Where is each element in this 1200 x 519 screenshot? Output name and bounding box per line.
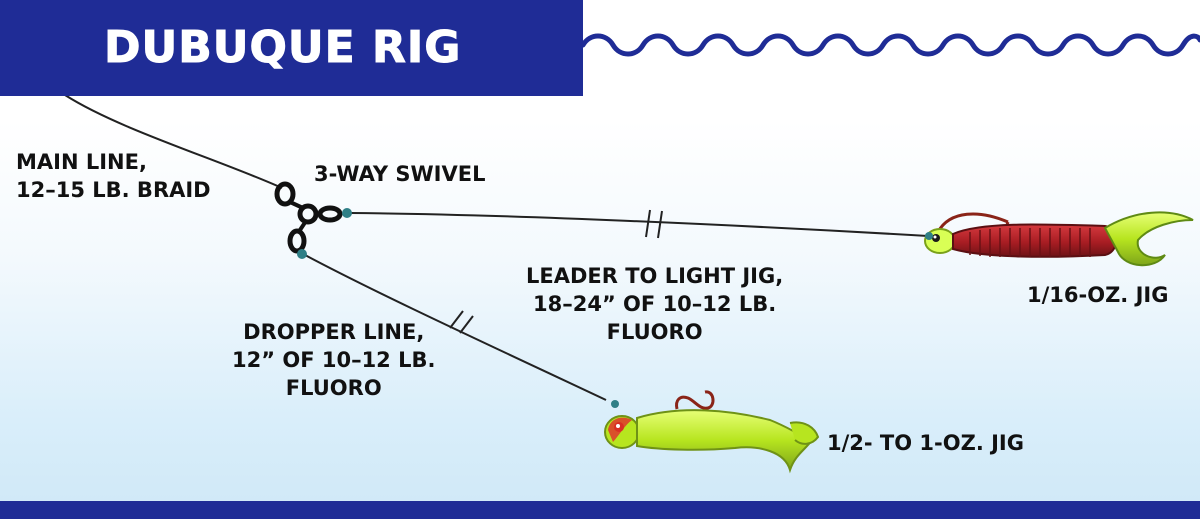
swivel-label-text: 3-WAY SWIVEL: [314, 162, 486, 186]
leader-label-line-3: FLUORO: [606, 320, 703, 344]
light-jig-icon: [924, 211, 1194, 267]
light-jig-label: 1/16-OZ. JIG: [1027, 281, 1168, 309]
dropper-label-line-2: 12” OF 10–12 LB.: [232, 348, 436, 372]
three-way-swivel-icon: [274, 181, 352, 259]
dropper-label-line-3: FLUORO: [285, 376, 382, 400]
leader-label-line-2: 18–24” OF 10–12 LB.: [533, 292, 777, 316]
dropper-break-mark: [449, 310, 464, 329]
swivel-label: 3-WAY SWIVEL: [314, 160, 485, 188]
dropper-break-mark: [459, 315, 474, 334]
dropper-label: DROPPER LINE, 12” OF 10–12 LB. FLUORO: [232, 318, 435, 402]
main-line-label: MAIN LINE, 12–15 LB. BRAID: [16, 148, 211, 204]
light-jig-label-text: 1/16-OZ. JIG: [1027, 283, 1169, 307]
bottom-bar: [0, 501, 1200, 519]
water-surface-wave: [580, 33, 1200, 57]
leader-line: [350, 212, 929, 237]
leader-break-mark: [657, 210, 663, 239]
heavy-jig-icon: [604, 390, 820, 474]
leader-label: LEADER TO LIGHT JIG, 18–24” OF 10–12 LB.…: [526, 262, 783, 346]
dropper-line: [304, 254, 607, 401]
leader-label-line-1: LEADER TO LIGHT JIG,: [526, 264, 784, 288]
title-banner: DUBUQUE RIG: [0, 0, 583, 96]
page-title: DUBUQUE RIG: [103, 22, 462, 74]
heavy-jig-label: 1/2- TO 1-OZ. JIG: [827, 429, 1024, 457]
main-line-label-line-1: MAIN LINE,: [16, 150, 147, 174]
heavy-jig-label-text: 1/2- TO 1-OZ. JIG: [827, 431, 1024, 455]
main-line: [64, 94, 283, 189]
leader-break-mark: [645, 209, 651, 238]
dropper-label-line-1: DROPPER LINE,: [243, 320, 425, 344]
main-line-label-line-2: 12–15 LB. BRAID: [16, 178, 211, 202]
